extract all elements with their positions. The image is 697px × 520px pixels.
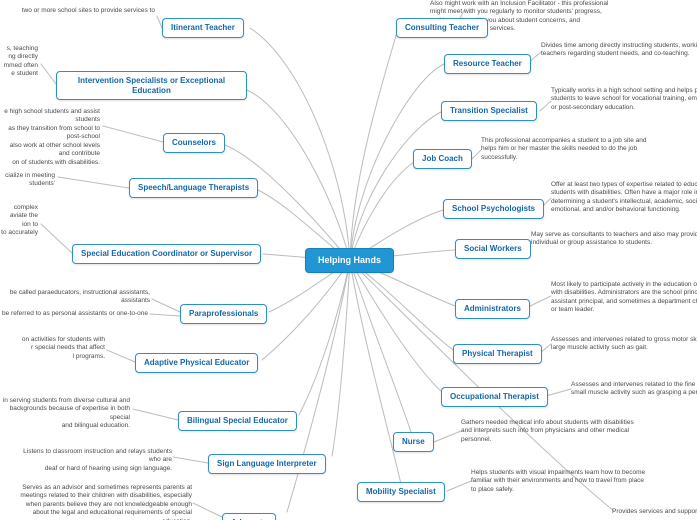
node-intervention-specialists[interactable]: Intervention Specialists or Exceptional … bbox=[56, 71, 247, 101]
node-advocate[interactable]: Advocate bbox=[222, 513, 277, 520]
desc-school-psychologists: Offer at least two types of expertise re… bbox=[551, 181, 697, 214]
connector-line bbox=[545, 388, 572, 397]
desc-mobility-specialist: Helps students with visual impairments l… bbox=[471, 469, 646, 493]
connector-line bbox=[156, 15, 163, 29]
node-helping-hands[interactable]: Helping Hands bbox=[305, 248, 395, 273]
connector-line bbox=[40, 63, 57, 85]
node-consulting-teacher[interactable]: Consulting Teacher bbox=[396, 18, 489, 38]
connector-line bbox=[132, 408, 179, 421]
desc-advocate: Serves as an advisor and sometimes repre… bbox=[20, 484, 192, 520]
connector-line bbox=[57, 176, 130, 189]
node-paraprofessionals[interactable]: Paraprofessionals bbox=[180, 304, 268, 324]
connector-line bbox=[261, 260, 351, 361]
connector-line bbox=[102, 125, 164, 143]
connector-line bbox=[246, 89, 351, 262]
desc-counselors: e high school students and assist studen… bbox=[4, 108, 100, 166]
node-nurse[interactable]: Nurse bbox=[393, 432, 434, 452]
desc-itinerant-teacher: two or more school sites to provide serv… bbox=[21, 7, 155, 14]
connector-line bbox=[349, 260, 413, 436]
desc-social-workers: May serve as consultants to teachers and… bbox=[531, 231, 697, 247]
node-mobility-specialist[interactable]: Mobility Specialist bbox=[357, 482, 445, 502]
desc-job-coach: This professional accompanies a student … bbox=[481, 137, 647, 161]
connector-line bbox=[459, 8, 466, 19]
node-occupational-therapist[interactable]: Occupational Therapist bbox=[441, 387, 548, 407]
connector-line bbox=[192, 502, 223, 518]
connector-line bbox=[525, 295, 552, 309]
connector-line bbox=[433, 430, 462, 443]
connector-line bbox=[471, 149, 482, 160]
connector-line bbox=[349, 260, 443, 393]
connector-line bbox=[298, 260, 351, 416]
node-school-psychologists[interactable]: School Psychologists bbox=[443, 199, 545, 219]
node-administrators[interactable]: Administrators bbox=[455, 299, 530, 319]
desc-occupational-therapist: Assesses and intervenes related to the f… bbox=[571, 381, 697, 397]
connector-line bbox=[224, 144, 351, 262]
desc-paraprofessionals: be called paraeducators, instructional a… bbox=[9, 289, 150, 305]
node-bilingual-special-educator[interactable]: Bilingual Special Educator bbox=[178, 411, 297, 431]
connector-line bbox=[149, 313, 181, 317]
connector-line bbox=[172, 456, 209, 464]
desc-intervention-specialists: s, teaching ng directly mmed often e stu… bbox=[3, 45, 38, 78]
node-sign-language-interpreter[interactable]: Sign Language Interpreter bbox=[208, 454, 326, 474]
desc-adaptive-physical-educator: on activities for students with r specia… bbox=[21, 336, 105, 360]
connector-line bbox=[249, 27, 351, 262]
desc-sign-language-interpreter: Listens to classroom instruction and rel… bbox=[23, 448, 172, 472]
desc-speech-language-therapists: cialize in meeting students' bbox=[5, 172, 55, 188]
connector-line bbox=[40, 223, 73, 254]
connector-line bbox=[151, 298, 181, 313]
desc-bottom-right-fragment: Provides services and supports bbox=[612, 508, 697, 515]
node-social-workers[interactable]: Social Workers bbox=[455, 239, 531, 259]
connector-line bbox=[286, 260, 351, 513]
node-adaptive-physical-educator[interactable]: Adaptive Physical Educator bbox=[135, 353, 259, 373]
connector-line bbox=[106, 349, 136, 363]
node-resource-teacher[interactable]: Resource Teacher bbox=[444, 54, 531, 74]
desc-paraprofessionals-2: be referred to as personal assistants or… bbox=[2, 310, 148, 317]
desc-resource-teacher: Divides time among directly instructing … bbox=[541, 42, 697, 58]
connector-line bbox=[349, 111, 442, 262]
desc-special-education-coordinator: complex aviate the ion to to accurately bbox=[1, 204, 38, 237]
connector-line bbox=[539, 100, 552, 112]
node-itinerant-teacher[interactable]: Itinerant Teacher bbox=[162, 18, 244, 38]
node-counselors[interactable]: Counselors bbox=[163, 133, 226, 153]
connector-line bbox=[349, 260, 402, 485]
node-physical-therapist[interactable]: Physical Therapist bbox=[453, 344, 542, 364]
desc-nurse: Gathers needed medical info about studen… bbox=[461, 419, 634, 443]
connector-line bbox=[446, 480, 472, 492]
node-speech-language-therapists[interactable]: Speech/Language Therapists bbox=[129, 178, 259, 198]
node-special-education-coordinator[interactable]: Special Education Coordinator or Supervi… bbox=[72, 244, 262, 264]
connector-line bbox=[331, 260, 351, 457]
desc-bilingual-special-educator: in serving students from diverse cultura… bbox=[2, 397, 130, 430]
connector-line bbox=[349, 27, 399, 262]
desc-administrators: Most likely to participate actively in t… bbox=[551, 281, 697, 314]
connector-line bbox=[349, 63, 445, 262]
connector-line bbox=[539, 343, 552, 354]
desc-physical-therapist: Assesses and intervenes related to gross… bbox=[551, 336, 697, 352]
node-job-coach[interactable]: Job Coach bbox=[413, 149, 472, 169]
desc-transition-specialist: Typically works in a high school setting… bbox=[551, 87, 697, 111]
node-transition-specialist[interactable]: Transition Specialist bbox=[441, 101, 537, 121]
